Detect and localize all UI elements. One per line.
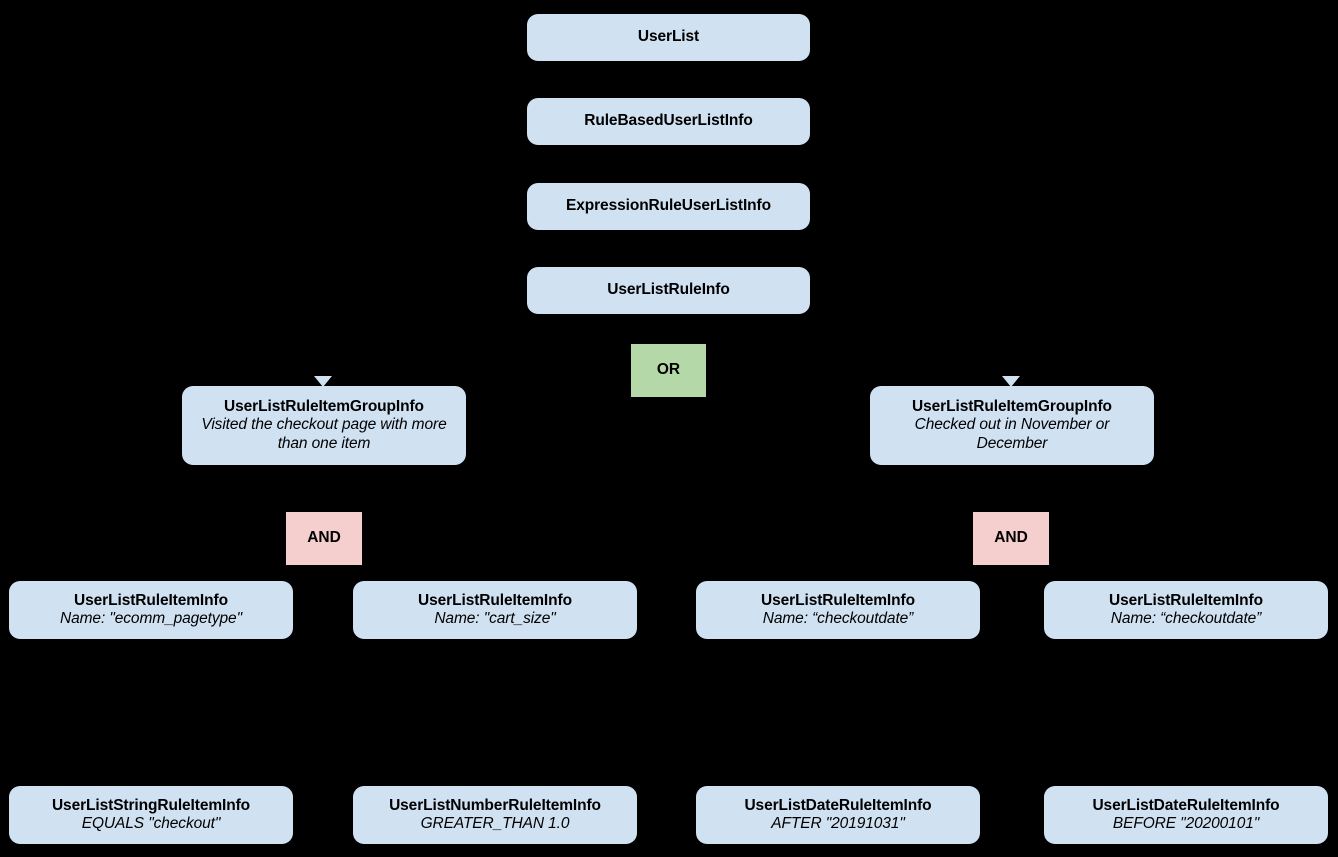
- node-title: RuleBasedUserListInfo: [584, 112, 753, 130]
- node-rule-item-3[interactable]: UserListRuleItemInfo Name: “checkoutdate…: [696, 581, 980, 639]
- node-title: UserListRuleItemInfo: [418, 591, 572, 609]
- node-leaf-date-rule-after[interactable]: UserListDateRuleItemInfo AFTER "20191031…: [696, 786, 980, 844]
- node-leaf-date-rule-before[interactable]: UserListDateRuleItemInfo BEFORE "2020010…: [1044, 786, 1328, 844]
- node-user-list-rule-info[interactable]: UserListRuleInfo: [527, 267, 810, 314]
- node-and-operator-left[interactable]: AND: [286, 512, 362, 565]
- node-description: Visited the checkout page with more than…: [201, 416, 447, 452]
- node-leaf-number-rule[interactable]: UserListNumberRuleItemInfo GREATER_THAN …: [353, 786, 637, 844]
- node-description: Name: "ecomm_pagetype": [60, 610, 242, 627]
- arrowhead-icon-group-left: [314, 376, 332, 387]
- arrowhead-icon-group-right: [1002, 376, 1020, 387]
- node-description: AFTER "20191031": [771, 815, 905, 832]
- operator-label: OR: [656, 361, 681, 379]
- node-title: UserListRuleItemGroupInfo: [224, 398, 424, 416]
- node-rule-item-1[interactable]: UserListRuleItemInfo Name: "ecomm_pagety…: [9, 581, 293, 639]
- operator-label: AND: [994, 529, 1028, 547]
- node-title: ExpressionRuleUserListInfo: [566, 197, 771, 215]
- node-title: UserListRuleInfo: [607, 281, 730, 299]
- node-description: Name: "cart_size": [434, 610, 556, 627]
- node-title: UserListStringRuleItemInfo: [51, 796, 251, 814]
- node-title: UserListDateRuleItemInfo: [744, 796, 932, 814]
- node-title: UserListRuleItemGroupInfo: [912, 398, 1112, 416]
- node-title: UserListRuleItemInfo: [1109, 591, 1263, 609]
- node-user-list[interactable]: UserList: [527, 14, 810, 61]
- node-rule-based-user-list-info[interactable]: RuleBasedUserListInfo: [527, 98, 810, 145]
- node-and-operator-right[interactable]: AND: [973, 512, 1049, 565]
- node-description: EQUALS "checkout": [81, 815, 221, 832]
- node-description: Name: “checkoutdate”: [1110, 610, 1262, 627]
- node-description: BEFORE "20200101": [1112, 815, 1260, 832]
- node-leaf-string-rule[interactable]: UserListStringRuleItemInfo EQUALS "check…: [9, 786, 293, 844]
- node-group-right[interactable]: UserListRuleItemGroupInfo Checked out in…: [870, 386, 1154, 465]
- node-title: UserList: [637, 28, 700, 46]
- node-rule-item-2[interactable]: UserListRuleItemInfo Name: "cart_size": [353, 581, 637, 639]
- node-title: UserListDateRuleItemInfo: [1092, 796, 1280, 814]
- node-description: Name: “checkoutdate”: [762, 610, 914, 627]
- node-description: Checked out in November or December: [914, 416, 1110, 452]
- operator-label: AND: [307, 529, 341, 547]
- node-rule-item-4[interactable]: UserListRuleItemInfo Name: “checkoutdate…: [1044, 581, 1328, 639]
- node-expression-rule-user-list-info[interactable]: ExpressionRuleUserListInfo: [527, 183, 810, 230]
- node-group-left[interactable]: UserListRuleItemGroupInfo Visited the ch…: [182, 386, 466, 465]
- node-description: GREATER_THAN 1.0: [420, 815, 570, 832]
- node-or-operator[interactable]: OR: [631, 344, 706, 397]
- node-title: UserListRuleItemInfo: [761, 591, 915, 609]
- node-title: UserListNumberRuleItemInfo: [389, 796, 601, 814]
- node-title: UserListRuleItemInfo: [74, 591, 228, 609]
